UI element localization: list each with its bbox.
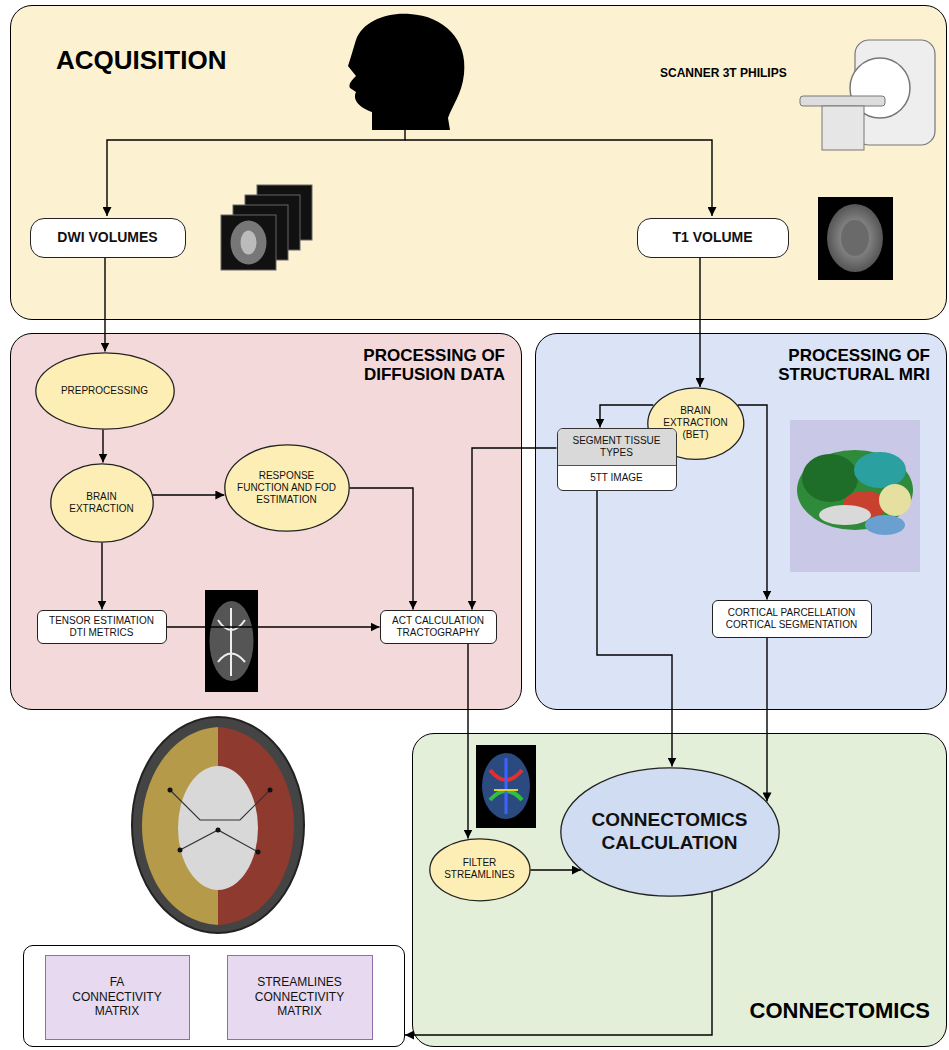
connector-arrow [766, 638, 767, 802]
node-label: DWI VOLUMES [57, 229, 157, 246]
process-ellipse: FILTER STREAMLINES [429, 838, 531, 902]
connector-arrow [600, 405, 653, 428]
connector-arrow [597, 491, 672, 767]
tractography-image [476, 745, 536, 828]
ellipse-shape [35, 352, 173, 428]
connector-arrow [101, 543, 102, 610]
process-box: ACT CALCULATION TRACTOGRAPHY [380, 610, 497, 644]
box-header: SEGMENT TISSUE TYPES [558, 429, 676, 466]
dwi-image-stack [221, 185, 312, 270]
connector-arrow [350, 488, 414, 610]
connector-arrow [405, 892, 712, 1036]
stage-panel: ACQUISITION DWI VOLUMES T1 VOLUME [10, 5, 947, 320]
data-box: T1 VOLUME [637, 218, 789, 258]
process-ellipse: PREPROCESSING [35, 352, 175, 430]
connector-arrow [472, 448, 557, 610]
parcellated-brain-image [790, 420, 920, 572]
node-label: T1 VOLUME [672, 229, 752, 246]
connector-arrow [699, 258, 700, 388]
connector-arrow [530, 869, 581, 870]
panel-title: CONNECTOMICS [750, 999, 931, 1024]
scanner-icon [800, 40, 935, 150]
output-box: FA CONNECTIVITY MATRIX [45, 955, 190, 1040]
connector-arrow [153, 494, 225, 495]
ellipse-shape [560, 767, 778, 895]
panel-title: ACQUISITION [56, 46, 226, 75]
stage-panel: CONNECTOMICS FILTER STREAMLINES CONNECTOMI… [412, 733, 947, 1047]
split-line [405, 140, 712, 216]
node-label: ACT CALCULATION TRACTOGRAPHY [386, 615, 491, 639]
node-label: CONNECTOMICS CALCULATION [585, 809, 755, 855]
node-label: CORTICAL PARCELLATION CORTICAL SEGMENTAT… [718, 607, 866, 631]
process-box: TENSOR ESTIMATION DTI METRICS [37, 610, 167, 644]
t1-image [818, 197, 893, 280]
ellipse-shape [50, 463, 152, 541]
output-panel: FA CONNECTIVITY MATRIX STREAMLINES CONNEC… [23, 945, 405, 1047]
data-box: DWI VOLUMES [30, 218, 186, 258]
split-line [107, 130, 405, 216]
process-ellipse: RESPONSE FUNCTION AND FOD ESTIMATION [224, 444, 350, 532]
connector-arrow [104, 258, 105, 352]
stage-panel: PROCESSING OF STRUCTURAL MRIBRAIN EXTRAC… [535, 333, 947, 710]
node-label: TENSOR ESTIMATION DTI METRICS [43, 615, 161, 639]
panel-title: PROCESSING OF DIFFUSION DATA [315, 346, 505, 384]
calculation-ellipse: CONNECTOMICS CALCULATION [560, 767, 780, 897]
process-box: SEGMENT TISSUE TYPES5TT IMAGE [557, 428, 677, 491]
connector-arrow [738, 405, 767, 600]
node-label: FILTER STREAMLINES [439, 857, 519, 881]
process-box: CORTICAL PARCELLATION CORTICAL SEGMENTAT… [712, 600, 872, 638]
node-label: PREPROCESSING [61, 385, 148, 397]
axial-brain-image [132, 717, 304, 933]
node-label: RESPONSE FUNCTION AND FOD ESTIMATION [237, 470, 337, 506]
stage-panel: PROCESSING OF DIFFUSION DATA PREPROCESSIN… [10, 333, 522, 710]
node-label: FA CONNECTIVITY MATRIX [64, 975, 170, 1018]
connector-arrow [467, 644, 468, 839]
node-label: STREAMLINES CONNECTIVITY MATRIX [247, 975, 353, 1018]
head-silhouette [348, 14, 464, 130]
ellipse-shape [429, 838, 529, 900]
connector-arrow [167, 626, 380, 627]
node-label: BRAIN EXTRACTION [66, 491, 138, 515]
output-box: STREAMLINES CONNECTIVITY MATRIX [227, 955, 373, 1040]
connector-arrow [102, 430, 103, 463]
process-ellipse: BRAIN EXTRACTION [50, 463, 154, 543]
device-label: SCANNER 3T PHILIPS [660, 66, 787, 80]
panel-title: PROCESSING OF STRUCTURAL MRI [740, 346, 930, 384]
box-body: 5TT IMAGE [558, 466, 676, 490]
ellipse-shape [224, 444, 348, 530]
fa-map-image [205, 590, 258, 692]
